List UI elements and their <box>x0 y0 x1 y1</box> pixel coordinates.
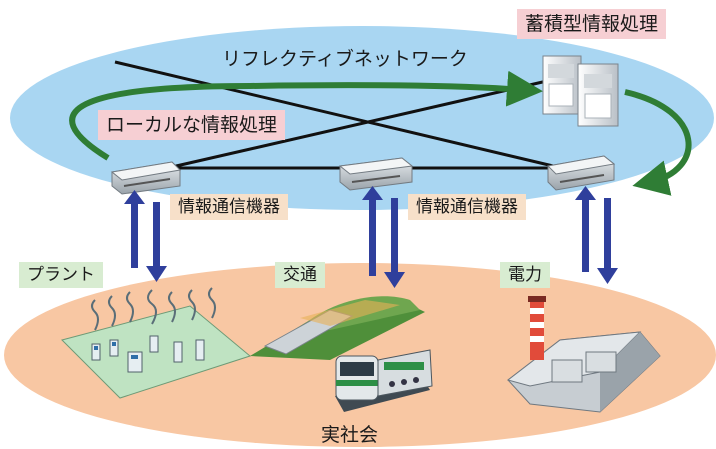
router-icon <box>338 157 414 191</box>
blue-arrows <box>124 186 618 288</box>
green-arc-arrow-right <box>624 89 692 196</box>
local-processing-label: ローカルな情報処理 <box>98 110 286 140</box>
network-title: リフレクティブネットワーク <box>222 48 468 70</box>
comm-device-label-1: 情報通信機器 <box>170 194 288 220</box>
router-icon <box>546 155 616 191</box>
plant-icon <box>61 287 252 399</box>
storage-processing-label: 蓄積型情報処理 <box>517 9 667 39</box>
comm-device-label-2: 情報通信機器 <box>408 194 526 220</box>
server-rack-icon <box>542 55 619 127</box>
green-arc-arrow-top <box>69 70 543 161</box>
domain-traffic-label: 交通 <box>275 262 325 288</box>
router-icon <box>110 161 182 195</box>
train-icon <box>250 296 433 412</box>
domain-power-label: 電力 <box>500 262 550 288</box>
power-station-icon <box>506 296 661 413</box>
domain-plant-label: プラント <box>19 262 103 288</box>
real-society-label: 実社会 <box>321 424 379 446</box>
